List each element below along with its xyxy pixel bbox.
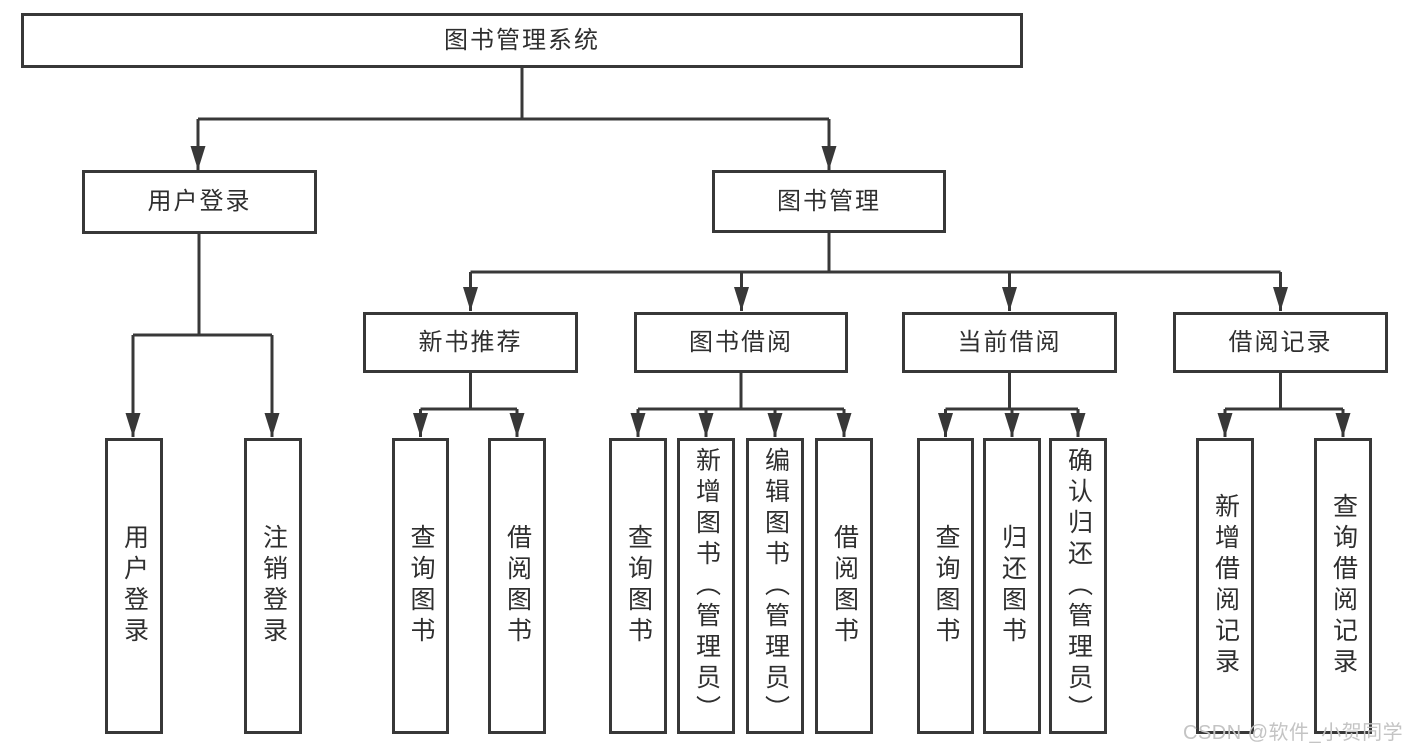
- leaf-logout: 注销登录: [244, 438, 302, 734]
- leaf-return-book: 归还图书: [983, 438, 1041, 734]
- node-user-login: 用户登录: [82, 170, 317, 234]
- node-library-system: 图书管理系统: [21, 13, 1023, 68]
- watermark-text: CSDN @软件_小贺同学: [1183, 722, 1404, 744]
- node-borrowing-records: 借阅记录: [1173, 312, 1388, 373]
- leaf-add-book-admin: 新增图书（管理员）: [677, 438, 735, 734]
- leaf-edit-book-admin: 编辑图书（管理员）: [746, 438, 804, 734]
- leaf-query-books-borrowing: 查询图书: [609, 438, 667, 734]
- leaf-borrow-books-borrowing: 借阅图书: [815, 438, 873, 734]
- leaf-query-books-current: 查询图书: [917, 438, 974, 734]
- leaf-borrow-books-recommend: 借阅图书: [488, 438, 546, 734]
- node-new-book-recommendation: 新书推荐: [363, 312, 578, 373]
- leaf-add-borrow-record: 新增借阅记录: [1196, 438, 1254, 734]
- node-book-borrowing: 图书借阅: [634, 312, 848, 373]
- node-current-borrowing: 当前借阅: [902, 312, 1117, 373]
- node-book-management: 图书管理: [712, 170, 946, 233]
- leaf-query-borrow-record: 查询借阅记录: [1314, 438, 1372, 734]
- leaf-user-login: 用户登录: [105, 438, 163, 734]
- leaf-query-books-recommend: 查询图书: [392, 438, 449, 734]
- leaf-confirm-return-admin: 确认归还（管理员）: [1049, 438, 1107, 734]
